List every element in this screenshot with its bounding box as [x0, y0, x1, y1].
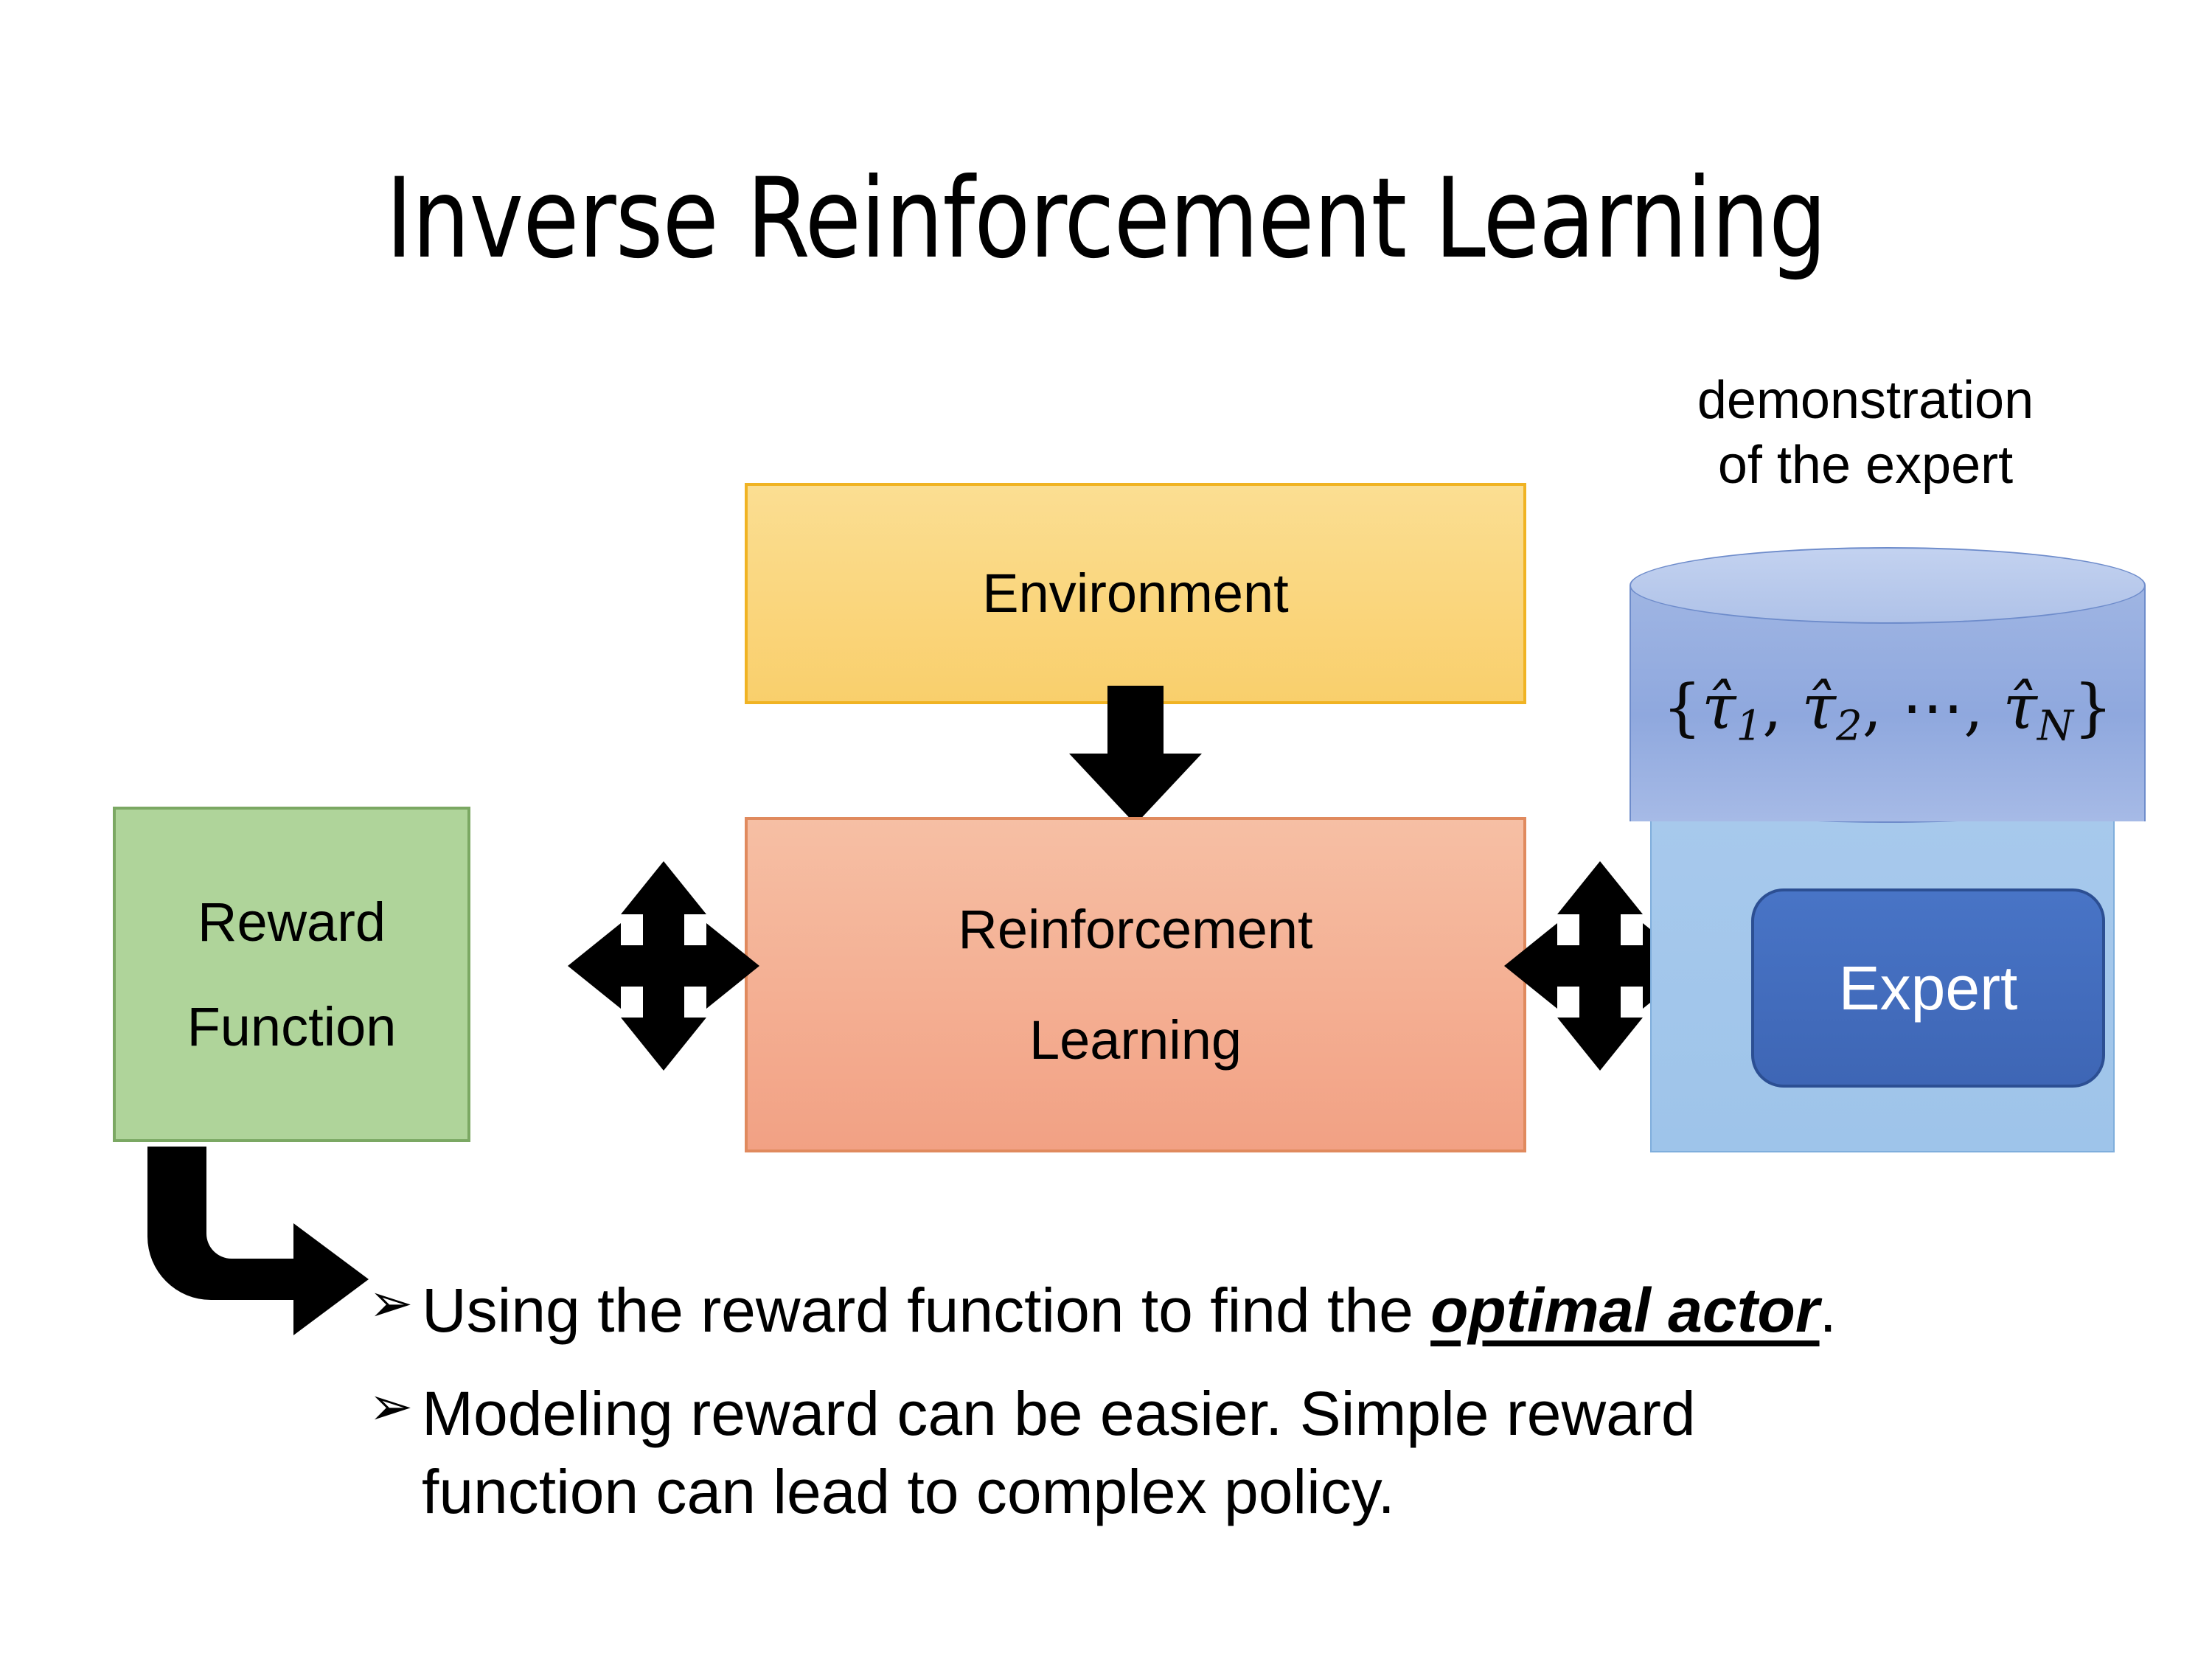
bullet-1-prefix: Using the reward function to find the — [422, 1276, 1431, 1345]
bullet-2-line2: function can lead to complex policy. — [422, 1456, 1395, 1526]
formula-open-brace: { — [1662, 671, 1703, 743]
bullet-arrow-icon: ➢ — [369, 1274, 414, 1333]
formula-comma-2: , — [1862, 671, 1902, 743]
reward-function-box: Reward Function — [113, 807, 470, 1142]
expert-label: Expert — [1838, 953, 2018, 1023]
environment-box: Environment — [745, 483, 1526, 704]
bullet-1-emphasis: optimal actor — [1430, 1276, 1820, 1345]
bullet-text-1: Using the reward function to find the op… — [422, 1272, 2138, 1350]
bullet-1-suffix: . — [1819, 1276, 1837, 1345]
reinforcement-learning-label-line2: Learning — [1029, 1009, 1242, 1071]
formula-comma-3: , — [1964, 671, 2003, 743]
demonstration-caption-line1: demonstration — [1697, 371, 2034, 430]
reward-function-label-line1: Reward — [198, 891, 386, 953]
formula-tau-2: τ̂ — [1801, 671, 1837, 743]
formula-comma-1: , — [1762, 671, 1802, 743]
reinforcement-learning-label-line1: Reinforcement — [958, 899, 1313, 961]
reinforcement-learning-box: Reinforcement Learning — [745, 817, 1526, 1152]
demonstration-cylinder: {τ̂1, τ̂2, ⋯, τ̂N} — [1630, 547, 2146, 853]
demonstration-caption: demonstration of the expert — [1615, 369, 2116, 498]
page-title: Inverse Reinforcement Learning — [386, 155, 1827, 283]
bullet-list: ➢ Using the reward function to find the … — [369, 1272, 2138, 1556]
formula-sub-n: N — [2037, 702, 2073, 751]
cylinder-top-ellipse — [1630, 547, 2146, 624]
trajectory-set-formula: {τ̂1, τ̂2, ⋯, τ̂N} — [1630, 671, 2146, 751]
down-arrow-icon — [1069, 686, 1202, 824]
demonstration-caption-line2: of the expert — [1717, 435, 2014, 495]
formula-sub-1: 1 — [1736, 702, 1763, 751]
environment-label: Environment — [982, 563, 1289, 625]
formula-close-brace: } — [2073, 671, 2113, 743]
four-way-arrow-icon — [568, 861, 759, 1071]
formula-tau-n: τ̂ — [2003, 671, 2037, 743]
cylinder-body — [1630, 585, 2146, 821]
bullet-arrow-icon: ➢ — [369, 1377, 414, 1436]
list-item: ➢ Using the reward function to find the … — [369, 1272, 2138, 1350]
formula-ellipsis: ⋯ — [1902, 671, 1964, 743]
reward-function-label-line2: Function — [187, 995, 397, 1057]
formula-sub-2: 2 — [1836, 702, 1863, 751]
list-item: ➢ Modeling reward can be easier. Simple … — [369, 1375, 2138, 1531]
expert-box: Expert — [1751, 888, 2105, 1088]
bullet-2-line1: Modeling reward can be easier. Simple re… — [422, 1378, 1696, 1448]
bullet-text-2: Modeling reward can be easier. Simple re… — [422, 1375, 2138, 1531]
four-way-arrow-icon — [1504, 861, 1696, 1071]
formula-tau-1: τ̂ — [1702, 671, 1736, 743]
bent-arrow-icon — [147, 1147, 369, 1335]
